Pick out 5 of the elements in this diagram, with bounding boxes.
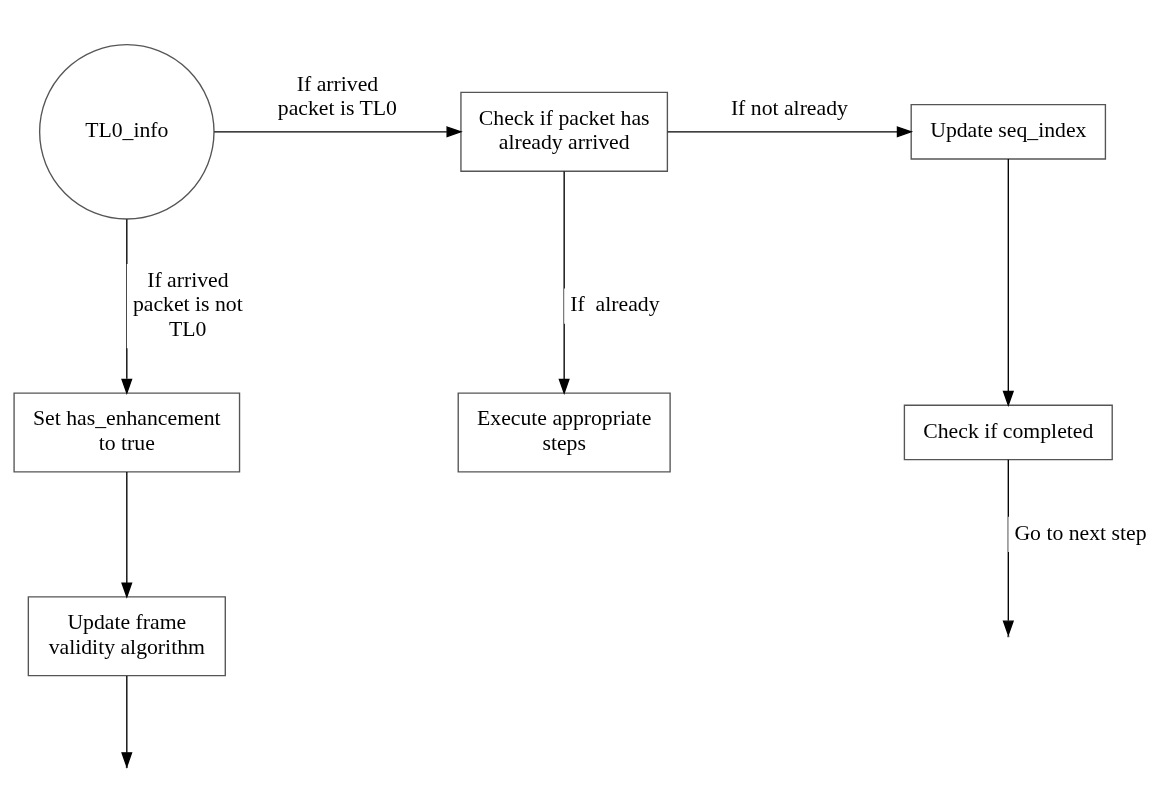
edge-label: If arrived packet is TL0 xyxy=(277,71,397,120)
edge-label: If arrived packet is not TL0 xyxy=(132,267,243,341)
edge-label: Go to next step xyxy=(1014,519,1147,544)
edge-label: If not already xyxy=(730,95,848,120)
edge-label: If already xyxy=(570,291,660,316)
